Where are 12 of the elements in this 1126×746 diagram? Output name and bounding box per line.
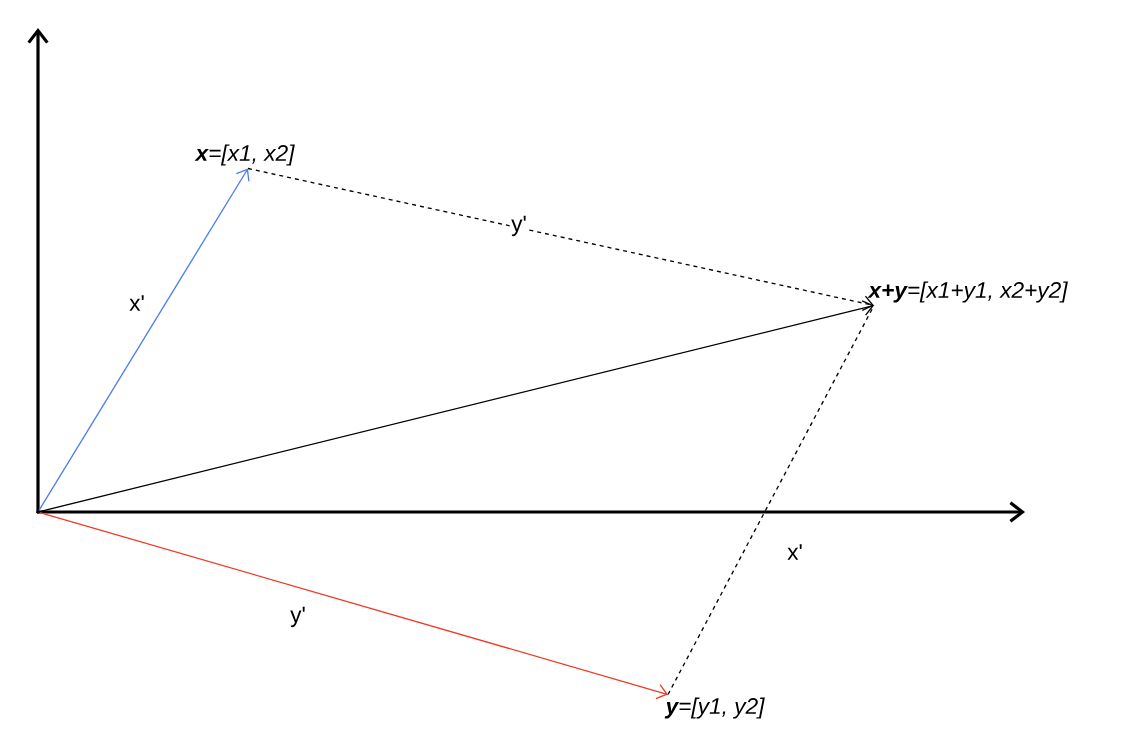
vector-arrow <box>38 168 250 511</box>
origin-point <box>36 510 40 514</box>
vector-arrow <box>247 167 874 312</box>
edge-label: x' <box>127 293 147 313</box>
edge-label: y' <box>509 214 529 238</box>
vector-label: x+y=[x1+y1, x2+y2] <box>867 281 1068 303</box>
vector-arrow <box>39 300 874 513</box>
vector-arrow <box>39 511 668 700</box>
edge-label: y' <box>288 605 308 629</box>
vector-label: x=[x1, x2] <box>194 144 295 166</box>
edge-label: x' <box>785 542 805 562</box>
vector-label: y=[y1, y2] <box>664 697 765 719</box>
